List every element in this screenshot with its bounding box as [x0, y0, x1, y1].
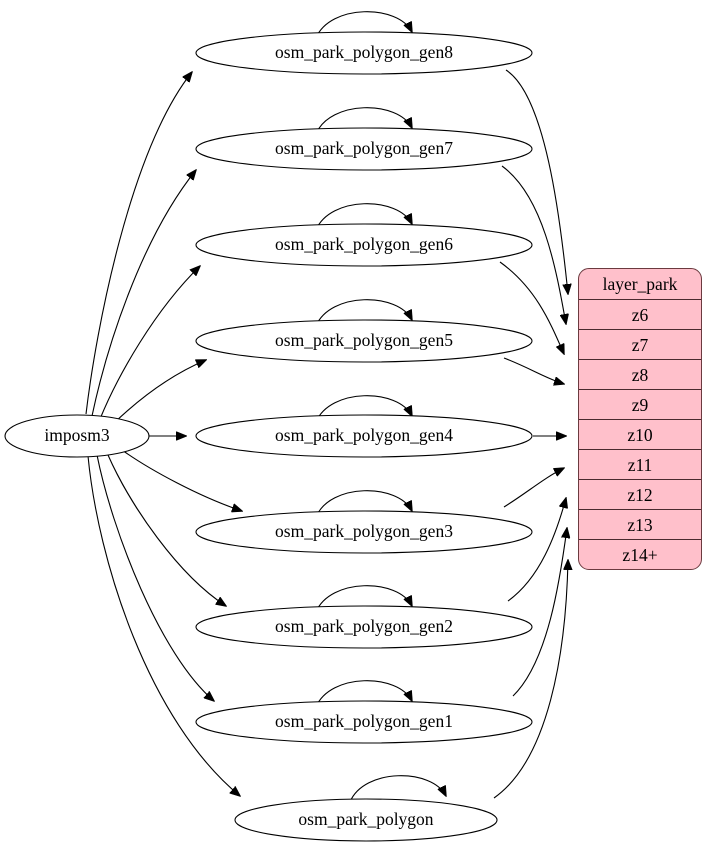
node-osm-park-polygon-gen4[interactable]: osm_park_polygon_gen4 [195, 414, 533, 458]
layer-park-table[interactable]: layer_park z6 z7 z8 z9 z10 z11 z12 z13 z… [578, 268, 702, 570]
node-osm-park-polygon[interactable]: osm_park_polygon [234, 798, 498, 842]
layer-park-row-z10[interactable]: z10 [579, 419, 701, 449]
layer-park-row-z12[interactable]: z12 [579, 479, 701, 509]
node-label-gen5: osm_park_polygon_gen5 [275, 330, 453, 350]
layer-park-row-z11[interactable]: z11 [579, 449, 701, 479]
node-label-gen2: osm_park_polygon_gen2 [275, 616, 453, 636]
layer-park-row-z9[interactable]: z9 [579, 389, 701, 419]
node-label-gen3: osm_park_polygon_gen3 [275, 521, 453, 541]
node-label-gen1: osm_park_polygon_gen1 [275, 711, 453, 731]
layer-park-row-z6[interactable]: z6 [579, 299, 701, 329]
node-imposm3[interactable]: imposm3 [4, 414, 150, 458]
node-osm-park-polygon-gen5[interactable]: osm_park_polygon_gen5 [195, 319, 533, 363]
self-loop-edges [315, 11, 446, 803]
layer-park-header: layer_park [602, 274, 678, 294]
node-osm-park-polygon-gen8[interactable]: osm_park_polygon_gen8 [195, 31, 533, 75]
node-label-gen6: osm_park_polygon_gen6 [275, 234, 453, 254]
edges-from-imposm3 [85, 72, 242, 796]
node-osm-park-polygon-gen2[interactable]: osm_park_polygon_gen2 [195, 605, 533, 649]
node-label-gen4: osm_park_polygon_gen4 [275, 425, 453, 445]
node-label-osm-park-polygon: osm_park_polygon [298, 809, 433, 829]
node-label-imposm3: imposm3 [44, 425, 109, 445]
node-label-gen7: osm_park_polygon_gen7 [275, 138, 453, 158]
node-osm-park-polygon-gen1[interactable]: osm_park_polygon_gen1 [195, 700, 533, 744]
layer-park-row-z8[interactable]: z8 [579, 359, 701, 389]
layer-park-row-z14p[interactable]: z14+ [579, 539, 701, 569]
edges-to-layer-park [493, 69, 568, 799]
node-label-gen8: osm_park_polygon_gen8 [275, 42, 453, 62]
node-osm-park-polygon-gen6[interactable]: osm_park_polygon_gen6 [195, 223, 533, 267]
layer-park-row-z7[interactable]: z7 [579, 329, 701, 359]
layer-park-row-z13[interactable]: z13 [579, 509, 701, 539]
node-osm-park-polygon-gen3[interactable]: osm_park_polygon_gen3 [195, 510, 533, 554]
node-osm-park-polygon-gen7[interactable]: osm_park_polygon_gen7 [195, 127, 533, 171]
